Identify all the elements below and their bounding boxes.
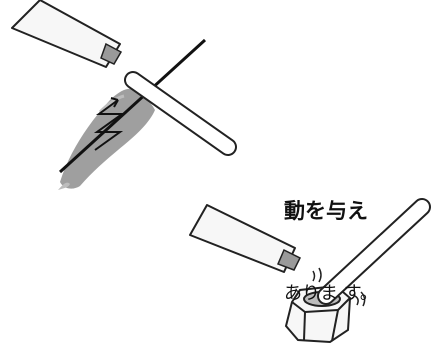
threaded-rod-icon — [58, 38, 207, 174]
caption-line-2: ありま す。 — [284, 283, 378, 304]
applicator-stick-icon — [124, 71, 237, 156]
grease-smear — [58, 88, 155, 190]
vibration-marks-icon — [312, 267, 366, 307]
caption-line-1: 動を与え — [284, 199, 368, 223]
grease-tube-icon — [11, 0, 123, 68]
motion-zigzag — [93, 97, 126, 151]
applicator-stick-icon — [317, 198, 431, 305]
grease-tube-icon — [189, 204, 302, 273]
